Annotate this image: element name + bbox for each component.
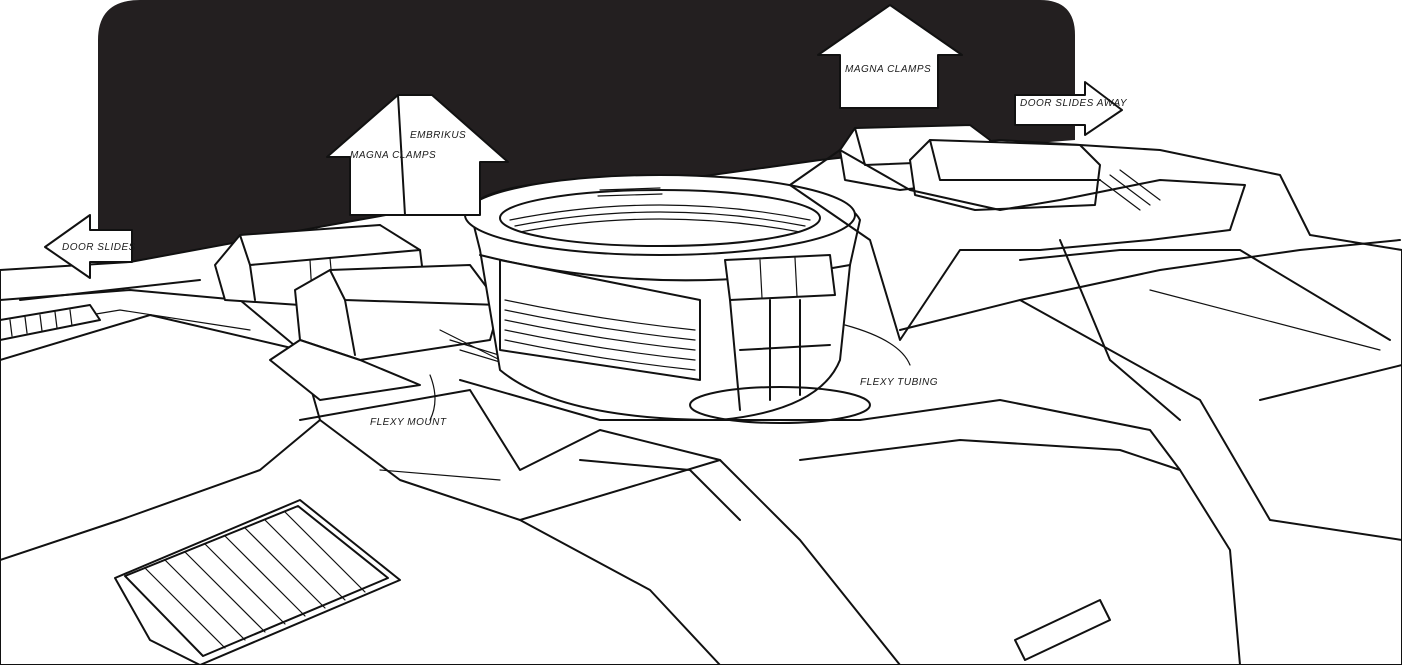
door-slides-left-arrow: DOOR SLIDES xyxy=(44,214,136,279)
magna-clamps-top-arrow: MAGNA CLAMPS xyxy=(817,4,963,109)
vent-small-left xyxy=(0,304,101,341)
embrikus-label: EMBRIKUS xyxy=(410,130,466,141)
engine-pod-left xyxy=(214,224,521,401)
dark-backdrop xyxy=(98,0,1075,262)
flexy-tubing-callout: FLEXY TUBING xyxy=(844,324,938,388)
flexy-tubing-label: FLEXY TUBING xyxy=(860,377,938,388)
door-slides-away-arrow: DOOR SLIDES AWAY xyxy=(1014,81,1128,136)
magna-clamps-left-label: MAGNA CLAMPS xyxy=(350,150,436,161)
flexy-mount-label: FLEXY MOUNT xyxy=(370,417,447,428)
vent-grille-left xyxy=(114,499,401,665)
central-ring-module xyxy=(464,174,871,424)
door-slides-away-label: DOOR SLIDES AWAY xyxy=(1020,98,1128,109)
flexy-mount-callout: FLEXY MOUNT xyxy=(370,374,447,428)
magna-clamps-left-arrow: MAGNA CLAMPS EMBRIKUS xyxy=(326,94,509,216)
engine-pod-right xyxy=(789,124,1246,341)
door-slides-left-label: DOOR SLIDES xyxy=(62,242,136,253)
magna-clamps-top-label: MAGNA CLAMPS xyxy=(845,64,931,75)
